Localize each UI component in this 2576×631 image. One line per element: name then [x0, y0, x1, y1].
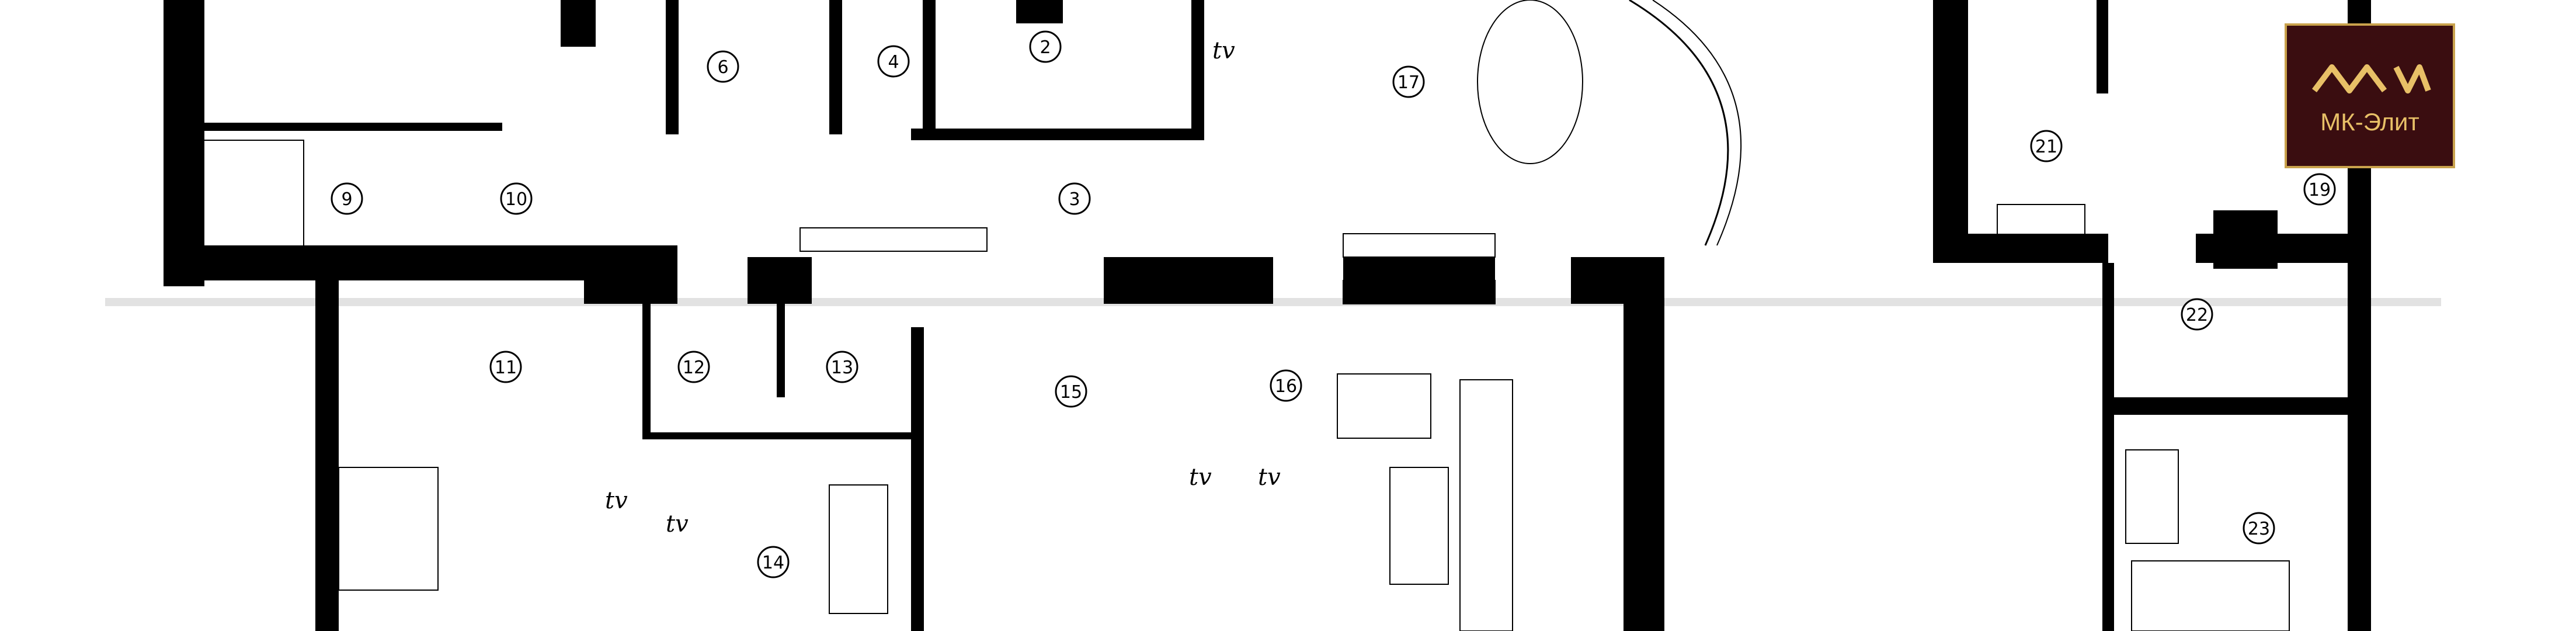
svg-text:2: 2: [1040, 37, 1051, 58]
svg-text:15: 15: [1060, 382, 1082, 403]
room-label-21: 21: [2030, 130, 2063, 162]
room-label-19: 19: [2303, 173, 2336, 206]
room-label-11: 11: [489, 351, 522, 383]
svg-text:14: 14: [762, 553, 784, 573]
walls-left: [164, 0, 1664, 631]
svg-text:tv: tv: [1258, 464, 1281, 491]
brand-name: МК-Элит: [2320, 108, 2419, 136]
room-label-17: 17: [1392, 65, 1425, 98]
svg-text:12: 12: [683, 358, 705, 378]
furniture: [198, 0, 2290, 631]
svg-text:11: 11: [495, 358, 517, 378]
svg-text:13: 13: [831, 358, 853, 378]
svg-text:19: 19: [2309, 180, 2331, 200]
tv-labels: tv tv tv tv tv: [605, 37, 1281, 538]
svg-text:tv: tv: [666, 511, 689, 538]
room-label-9: 9: [331, 182, 363, 215]
svg-text:23: 23: [2248, 519, 2270, 539]
svg-text:16: 16: [1275, 376, 1297, 397]
room-label-14: 14: [757, 546, 790, 578]
room-label-10: 10: [500, 182, 533, 215]
room-label-13: 13: [826, 351, 858, 383]
dining-bay: [1629, 0, 1742, 246]
svg-text:6: 6: [717, 57, 728, 78]
room-label-12: 12: [677, 351, 710, 383]
room-label-23: 23: [2243, 512, 2275, 545]
svg-text:tv: tv: [1212, 37, 1235, 64]
room-label-3: 3: [1058, 182, 1091, 215]
room-label-6: 6: [707, 50, 739, 83]
svg-text:21: 21: [2035, 137, 2057, 157]
mk-elit-logo-icon: [2312, 64, 2431, 93]
room-label-22: 22: [2181, 298, 2213, 331]
brand-logo: МК-Элит: [2285, 23, 2455, 168]
svg-text:tv: tv: [605, 487, 628, 514]
svg-text:10: 10: [505, 189, 527, 210]
svg-text:22: 22: [2186, 305, 2208, 325]
room-label-15: 15: [1055, 375, 1087, 408]
svg-text:9: 9: [341, 189, 352, 210]
room-labels: 2 3 4 6 9 10 11 12 13 14 15 16 17 19 21 …: [331, 30, 2336, 578]
room-label-4: 4: [877, 45, 910, 78]
svg-text:tv: tv: [1189, 464, 1212, 491]
svg-text:17: 17: [1397, 72, 1420, 93]
room-label-16: 16: [1270, 369, 1302, 402]
svg-text:3: 3: [1069, 189, 1080, 210]
svg-text:4: 4: [888, 52, 899, 72]
room-label-2: 2: [1029, 30, 1062, 63]
